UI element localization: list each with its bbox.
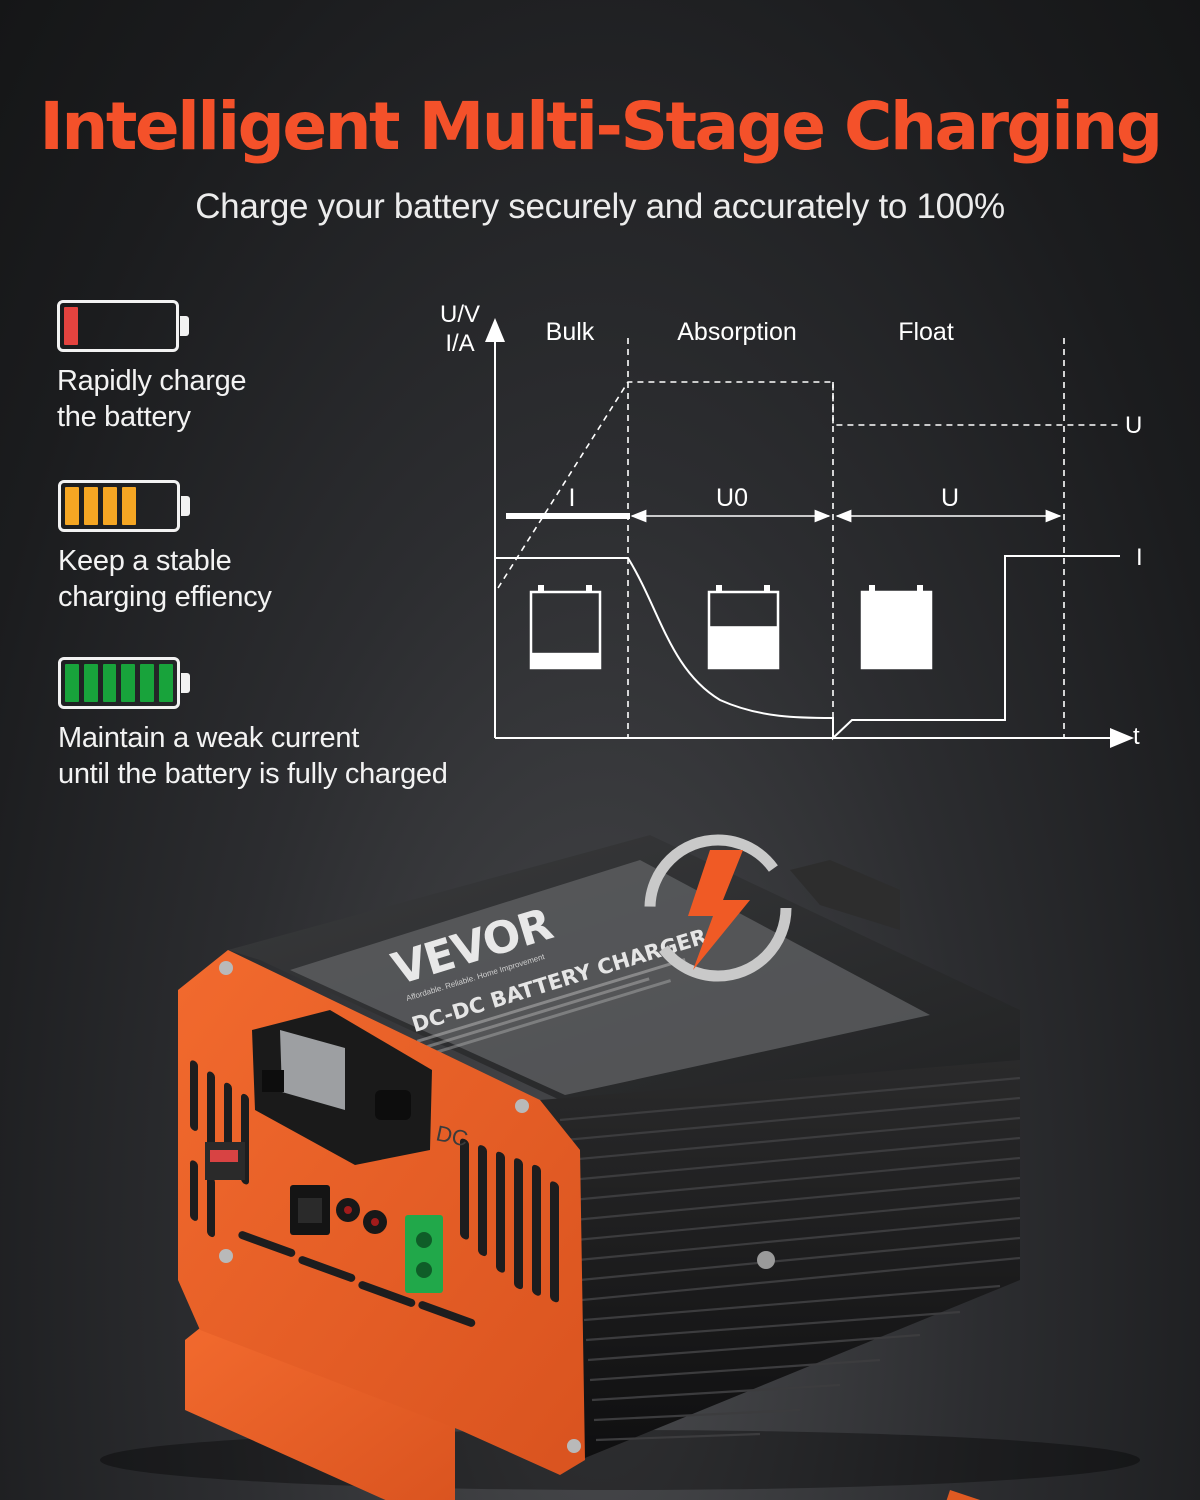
phase-label-float: Float <box>898 318 954 346</box>
battery-cell <box>103 487 117 525</box>
phase-label-absorption: Absorption <box>677 318 797 346</box>
stage-item-bulk: Rapidly charge the battery <box>57 300 247 435</box>
battery-bulk-icon <box>529 585 602 670</box>
battery-full-icon <box>58 657 190 709</box>
battery-low-icon <box>57 300 189 352</box>
screw-icon <box>219 1249 233 1263</box>
battery-fill <box>862 592 931 668</box>
voltage-curve <box>497 381 1120 589</box>
stage-description: Maintain a weak current until the batter… <box>58 720 448 792</box>
battery-absorption-icon <box>707 585 780 670</box>
product-label <box>290 860 930 1095</box>
lightning-logo-icon <box>644 834 792 982</box>
voltage-label: U <box>1125 412 1142 439</box>
phase-label-bulk: Bulk <box>546 318 595 346</box>
battery-fill <box>531 652 600 668</box>
current-label: I <box>1136 544 1143 571</box>
segment-label-u: U <box>941 484 959 512</box>
battery-cell <box>65 664 79 702</box>
stage-text-line: charging effiency <box>58 581 272 613</box>
stage-item-float: Maintain a weak current until the batter… <box>58 657 448 792</box>
stage-description: Rapidly charge the battery <box>57 363 247 435</box>
screw-icon <box>515 1099 529 1113</box>
battery-float-icon <box>860 585 933 670</box>
ventilation-slots <box>190 1060 559 1327</box>
charging-curve-diagram: U/V I/A t Bulk Absorption Float U I I U0… <box>440 301 1143 750</box>
dc-dc-charger-product-image: VEVOR Affordable. Reliable. Home Improve… <box>100 834 1140 1500</box>
battery-fill <box>709 626 778 668</box>
anderson-connector <box>252 1010 432 1165</box>
mounting-flange <box>946 1490 980 1500</box>
stage-text-line: until the battery is fully charged <box>58 758 448 790</box>
dip-switch-bank <box>210 1150 238 1162</box>
page-subtitle: Charge your battery securely and accurat… <box>195 187 1005 226</box>
x-axis-label: t <box>1133 723 1140 750</box>
screw-icon <box>757 1251 775 1269</box>
terminal-block <box>405 1215 443 1293</box>
battery-cell <box>140 664 155 702</box>
current-curve <box>495 555 1120 741</box>
mounting-flange <box>185 1320 455 1500</box>
battery-cell <box>122 487 136 525</box>
battery-cell <box>64 307 78 345</box>
stage-text-line: the battery <box>57 401 191 433</box>
battery-cell <box>102 664 117 702</box>
battery-cell <box>84 487 98 525</box>
segment-label-u0: U0 <box>716 484 748 512</box>
stage-text-line: Maintain a weak current <box>58 722 359 754</box>
stage-description: Keep a stable charging effiency <box>58 543 272 615</box>
screw-icon <box>567 1439 581 1453</box>
battery-cell <box>159 664 173 702</box>
stage-text-line: Keep a stable <box>58 545 232 577</box>
battery-cell <box>121 664 136 702</box>
screw-icon <box>219 961 233 975</box>
y-axis-label-current: I/A <box>445 330 474 357</box>
stage-item-absorption: Keep a stable charging effiency <box>58 480 272 615</box>
y-axis-label-voltage: U/V <box>440 301 480 328</box>
stage-text-line: Rapidly charge <box>57 365 247 397</box>
segment-label-i: I <box>569 484 576 512</box>
page-title: Intelligent Multi-Stage Charging <box>39 88 1163 165</box>
battery-cell <box>83 664 98 702</box>
heatsink-fins <box>559 1076 1021 1442</box>
rear-connector <box>790 860 900 930</box>
battery-medium-icon <box>58 480 190 532</box>
battery-cell <box>65 487 79 525</box>
